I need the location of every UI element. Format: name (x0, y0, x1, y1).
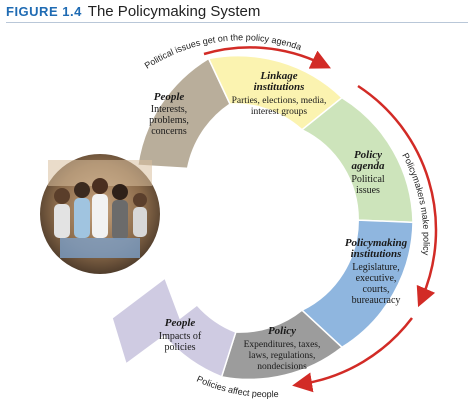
figure-number: FIGURE 1.4 (6, 4, 82, 19)
heading-rule (6, 22, 468, 23)
agenda-body-line-1: Political (351, 174, 385, 185)
agenda-title-line-2: agenda (352, 160, 386, 172)
people-bottom-line-2: policies (164, 342, 195, 353)
figure-title: The Policymaking System (87, 3, 261, 20)
crowd-photo (38, 152, 162, 276)
institutions-title-line-2: institutions (351, 248, 402, 260)
segment-people-bottom (111, 276, 237, 378)
policy-body-line-2: laws, regulations, (249, 351, 316, 361)
right-flow-arc (357, 84, 438, 308)
agenda-body-line-2: issues (356, 185, 380, 196)
linkage-title-line-2: institutions (254, 81, 305, 93)
institutions-body-line-4: bureaucracy (352, 295, 401, 306)
bottom-flow-arc (292, 317, 413, 393)
people-top-line-1: Interests, (151, 104, 187, 115)
policy-body-line-3: nondecisions (257, 362, 307, 372)
top-flow-arc (203, 46, 331, 69)
institutions-body-line-2: executive, (356, 273, 397, 284)
agenda-title-line-1: Policy (354, 149, 382, 161)
people-top-line-3: concerns (151, 126, 187, 137)
linkage-body-line-1: Parties, elections, media, (232, 96, 327, 106)
linkage-body-line-2: interest groups (251, 107, 308, 117)
people-bottom-title: People (165, 317, 196, 329)
people-top-line-2: problems, (149, 115, 189, 126)
institutions-body-line-1: Legislature, (352, 262, 399, 273)
people-bottom-line-1: Impacts of (159, 331, 202, 342)
linkage-title-line-1: Linkage (259, 70, 297, 82)
policy-body-line-1: Expenditures, taxes, (244, 340, 321, 350)
policy-title: Policy (268, 325, 296, 337)
segment-linkage-institutions (207, 54, 344, 131)
institutions-title-line-1: Policymaking (345, 237, 408, 249)
figure-heading: FIGURE 1.4 The Policymaking System (6, 3, 260, 21)
people-top-title: People (154, 91, 185, 103)
institutions-body-line-3: courts, (363, 284, 390, 295)
